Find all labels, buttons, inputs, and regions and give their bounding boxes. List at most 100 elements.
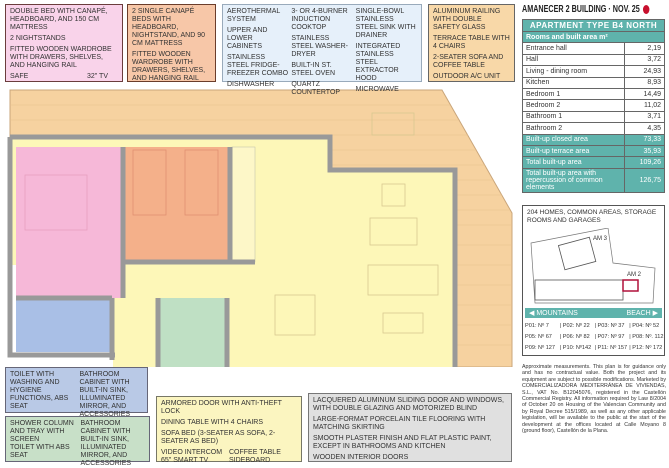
legend-item: ARMORED DOOR WITH ANTI-THEFT LOCK	[161, 400, 282, 415]
floor-plan	[7, 89, 513, 367]
floor-item: | P04: Nº 52	[629, 323, 660, 329]
room-area: 2,19	[624, 42, 665, 55]
legend-item: COFFEE TABLE	[229, 449, 281, 456]
bathroom-1	[16, 298, 110, 352]
summary-name: Built-up closed area	[522, 133, 625, 146]
legend-item: 3- OR 4-BURNER INDUCTION COOKTOP	[291, 8, 348, 31]
summary-name: Total built-up area	[522, 156, 625, 169]
room-name: Bedroom 2	[522, 99, 625, 112]
room-area: 8,93	[624, 76, 665, 89]
legend-item: DINING TABLE WITH 4 CHAIRS	[161, 419, 264, 426]
floor-item: | P12: Nº 172	[629, 345, 663, 351]
legend-item: SAFE	[10, 73, 29, 80]
legend-item: 2-SEATER SOFA AND COFFEE TABLE	[433, 54, 504, 69]
living-dining-room-extension	[318, 170, 455, 367]
bedroom2-legend: 2 SINGLE CANAPÉ BEDS WITH HEADBOARD, NIG…	[127, 4, 216, 82]
legend-item: SHOWER COLUMN AND TRAY WITH SCREEN	[10, 420, 74, 443]
legend-item: MICROWAVE	[355, 86, 399, 93]
legend-item: TOILET WITH WASHING AND HYGIENE FUNCTION…	[10, 371, 69, 410]
legend-item: TOILET WITH ABS SEAT	[10, 444, 70, 459]
beach-direction: BEACH ▶	[626, 310, 658, 317]
building-am3	[557, 236, 597, 271]
legend-item: STAINLESS STEEL FRIDGE-FREEZER COMBO	[227, 54, 289, 77]
legend-item: DOUBLE BED WITH CANAPÉ, HEADBOARD, AND 1…	[10, 8, 108, 31]
legend-column: AEROTHERMAL SYSTEM UPPER AND LOWER CABINE…	[227, 8, 289, 88]
legend-item: STAINLESS STEEL WASHER-DRYER	[291, 35, 348, 58]
legend-item: OUTDOOR A/C UNIT	[433, 73, 501, 80]
am3-label: AM 3	[593, 236, 608, 242]
legend-item: BATHROOM CABINET WITH BUILT-IN SINK, ILL…	[79, 371, 131, 418]
legend-item: SIDEBOARD	[229, 457, 271, 464]
legend-item: 2 SINGLE CANAPÉ BEDS WITH HEADBOARD, NIG…	[132, 8, 205, 47]
summary-value: 73,33	[624, 133, 665, 146]
room-name: Entrance hall	[522, 42, 625, 55]
legend-item: DISHWASHER	[227, 81, 275, 88]
site-plan: AM 3 AM 2	[530, 228, 656, 304]
floor-item: | P07: Nº 97	[594, 334, 625, 340]
bedroom1-legend: DOUBLE BED WITH CANAPÉ, HEADBOARD, AND 1…	[5, 4, 123, 82]
beach-label: BEACH	[626, 310, 651, 317]
legend-item: BATHROOM CABINET WITH BUILT-IN SINK, ILL…	[80, 420, 132, 467]
legend-grid: VIDEO INTERCOM COFFEE TABLE 65" SMART TV SI…	[161, 449, 297, 465]
legend-item: 65" SMART TV	[161, 457, 209, 464]
legend-item: TERRACE TABLE WITH 4 CHAIRS	[433, 35, 510, 50]
legend-item: BUILT-IN ST. STEEL OVEN	[291, 62, 336, 77]
floor-item: P09: Nº 127	[525, 345, 556, 351]
legend-item: AEROTHERMAL SYSTEM	[227, 8, 281, 23]
legend-item: UPPER AND LOWER CABINETS	[227, 27, 268, 50]
area-table: APARTMENT TYPE B4 NORTH Rooms and built …	[522, 19, 665, 193]
page-title: AMANECER 2 BUILDING · NOV. 25	[522, 4, 650, 16]
room-area: 4,35	[624, 122, 665, 135]
walls	[7, 134, 458, 367]
room-name: Bathroom 2	[522, 122, 625, 135]
site-caption: 204 HOMES, COMMON AREAS, STORAGE ROOMS A…	[527, 209, 657, 224]
legend-item: LARGE-FORMAT PORCELAIN TILE FLOORING WIT…	[313, 416, 486, 431]
table-subtitle-row: Rooms and built area m²	[522, 30, 665, 44]
summary-value: 35,93	[624, 144, 665, 158]
bedroom-1	[16, 147, 121, 298]
mountains-direction: ◀ MOUNTAINS	[529, 310, 578, 317]
summary-name: Built-up terrace area	[522, 144, 625, 158]
legend-item: SMOOTH PLASTER FINISH AND FLAT PLASTIC P…	[313, 435, 492, 450]
legend-item: SOFA BED (3-SEATER AS SOFA, 2-SEATER AS …	[161, 430, 276, 445]
legend-item: FITTED WOODEN WARDROBE WITH DRAWERS, SHE…	[132, 51, 206, 82]
room-area: 14,49	[624, 87, 665, 101]
room-name: Kitchen	[522, 76, 625, 89]
room-name: Bathroom 1	[522, 110, 625, 124]
legend-row: SAFE 32" TV	[10, 73, 118, 81]
table-subtitle: Rooms and built area m²	[522, 30, 665, 44]
site-map: 204 HOMES, COMMON AREAS, STORAGE ROOMS A…	[522, 205, 665, 356]
disclaimer: Approximate measurements. This plan is f…	[522, 364, 666, 435]
summary-name: Total built-up area with repercussion of…	[522, 167, 625, 193]
legend-item: 32" TV	[86, 73, 108, 80]
room-area: 24,93	[624, 65, 665, 78]
bathroom1-legend: TOILET WITH WASHING AND HYGIENE FUNCTION…	[5, 367, 148, 418]
bedroom-2	[125, 147, 228, 262]
title-text: AMANECER 2 BUILDING · NOV. 25	[522, 4, 640, 15]
am2-label: AM 2	[627, 272, 642, 278]
room-name: Living - dining room	[522, 65, 625, 78]
orientation-bar: ◀ MOUNTAINS BEACH ▶	[525, 308, 662, 318]
floor-item: | P06: Nº 82	[559, 334, 590, 340]
legend-item: FITTED WOODEN WARDROBE WITH DRAWERS, SHE…	[10, 46, 112, 69]
table-title-row: APARTMENT TYPE B4 NORTH	[522, 19, 665, 32]
floor-list: P01: Nº 7| P02: Nº 22| P03: Nº 37| P04: …	[525, 321, 664, 354]
floor-item: | P10: Nº142	[559, 345, 592, 351]
legend-item: VIDEO INTERCOM	[161, 449, 223, 456]
floor-item: | P02: Nº 22	[559, 323, 590, 329]
legend-item: QUARTZ COUNTERTOP	[291, 81, 341, 96]
site-boundary	[530, 228, 656, 304]
double-bed	[24, 174, 88, 231]
floor-item: P05: Nº 67	[525, 334, 552, 340]
